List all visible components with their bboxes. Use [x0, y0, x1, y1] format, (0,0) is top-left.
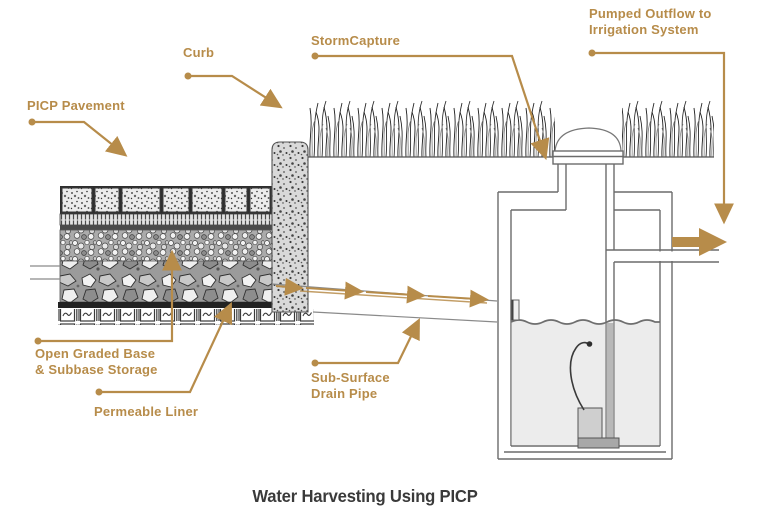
pump-cable [569, 341, 590, 411]
curb-block [271, 141, 309, 313]
sub-surface-drain-pipe-leader [311, 318, 420, 367]
annotations [28, 49, 734, 396]
permeable-liner-leader [95, 302, 233, 396]
stored-water [510, 319, 660, 445]
flow-arrows [275, 277, 489, 308]
grass-strip [308, 98, 714, 158]
open-graded-base-leader [34, 249, 182, 345]
picp-pavement-leader [28, 118, 128, 157]
subgrade-row [58, 309, 314, 325]
pumped-outflow-leader [588, 49, 734, 225]
standpipe [606, 323, 614, 440]
subbase-storage-layer [59, 260, 273, 303]
riser-dome [554, 127, 622, 152]
submersible-pump [569, 341, 620, 449]
picp-pavement-section [30, 186, 314, 325]
inlet-stub [510, 299, 520, 321]
label-permeable-liner: Permeable Liner [94, 404, 199, 419]
label-stormcapture: StormCapture [311, 33, 401, 48]
label-pumped-outflow: Pumped Outflow to Irrigation System [589, 6, 712, 38]
label-open-graded-base: Open Graded Base & Subbase Storage [35, 346, 158, 378]
paver-blocks [61, 187, 271, 213]
geotextile-band [60, 225, 272, 230]
label-sub-surface-drain-pipe: Sub-Surface Drain Pipe [311, 370, 390, 402]
bedding-layer [59, 213, 273, 226]
stormcapture-leader [311, 52, 550, 161]
outflow-arrow-right-icon [672, 228, 727, 256]
permeable-liner-layer [58, 302, 280, 308]
label-curb: Curb [183, 45, 215, 60]
diagram-title: Water Harvesting Using PICP [252, 486, 478, 506]
open-graded-base-layer [59, 229, 273, 262]
curb-leader [184, 72, 283, 109]
underdrain-stub [30, 265, 60, 280]
label-picp-pavement: PICP Pavement [27, 98, 125, 113]
riser-lid [552, 150, 624, 165]
